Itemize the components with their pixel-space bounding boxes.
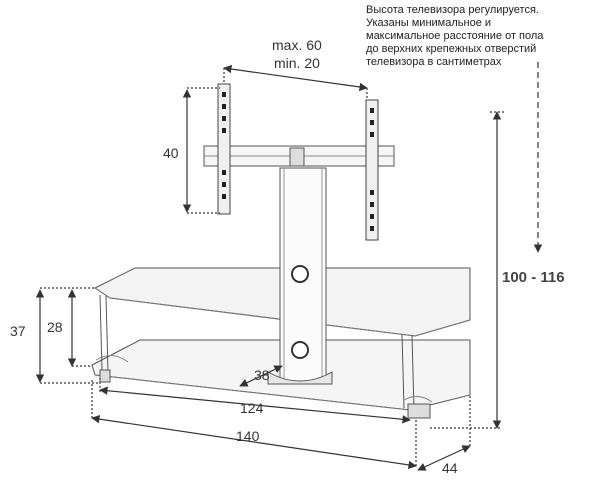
depth-label: 44 — [442, 460, 458, 476]
shelf-height-label: 28 — [47, 319, 63, 335]
tv-stand-drawing — [91, 83, 471, 419]
note-line-1: Высота телевизора регулируется. — [366, 4, 539, 16]
inner-width-label: 124 — [240, 400, 264, 416]
column-offset-label: 38 — [254, 367, 270, 383]
mount-width-min-label: min. 20 — [274, 55, 320, 71]
note-line-5: телевизора в сантиметрах — [366, 56, 502, 68]
rail-holes — [222, 92, 374, 231]
cable-hole-top — [291, 265, 309, 283]
note-line-4: до верхних крепежных отверстий — [366, 43, 536, 55]
overall-height-label: 37 — [10, 323, 26, 339]
mount-width-max-label: max. 60 — [272, 37, 322, 53]
height-adjust-note: Высота телевизора регулируется. Указаны … — [366, 4, 544, 68]
dimension-lines — [35, 62, 543, 471]
mount-height-label: 40 — [163, 145, 179, 161]
right-mount-rail — [365, 99, 379, 241]
overall-width-label: 140 — [236, 428, 260, 444]
cable-hole-bottom — [291, 341, 309, 359]
note-line-3: максимальное расстояние от пола — [366, 30, 544, 42]
total-height-label: 100 - 116 — [502, 269, 565, 286]
note-line-2: Указаны минимальное и — [366, 17, 491, 29]
